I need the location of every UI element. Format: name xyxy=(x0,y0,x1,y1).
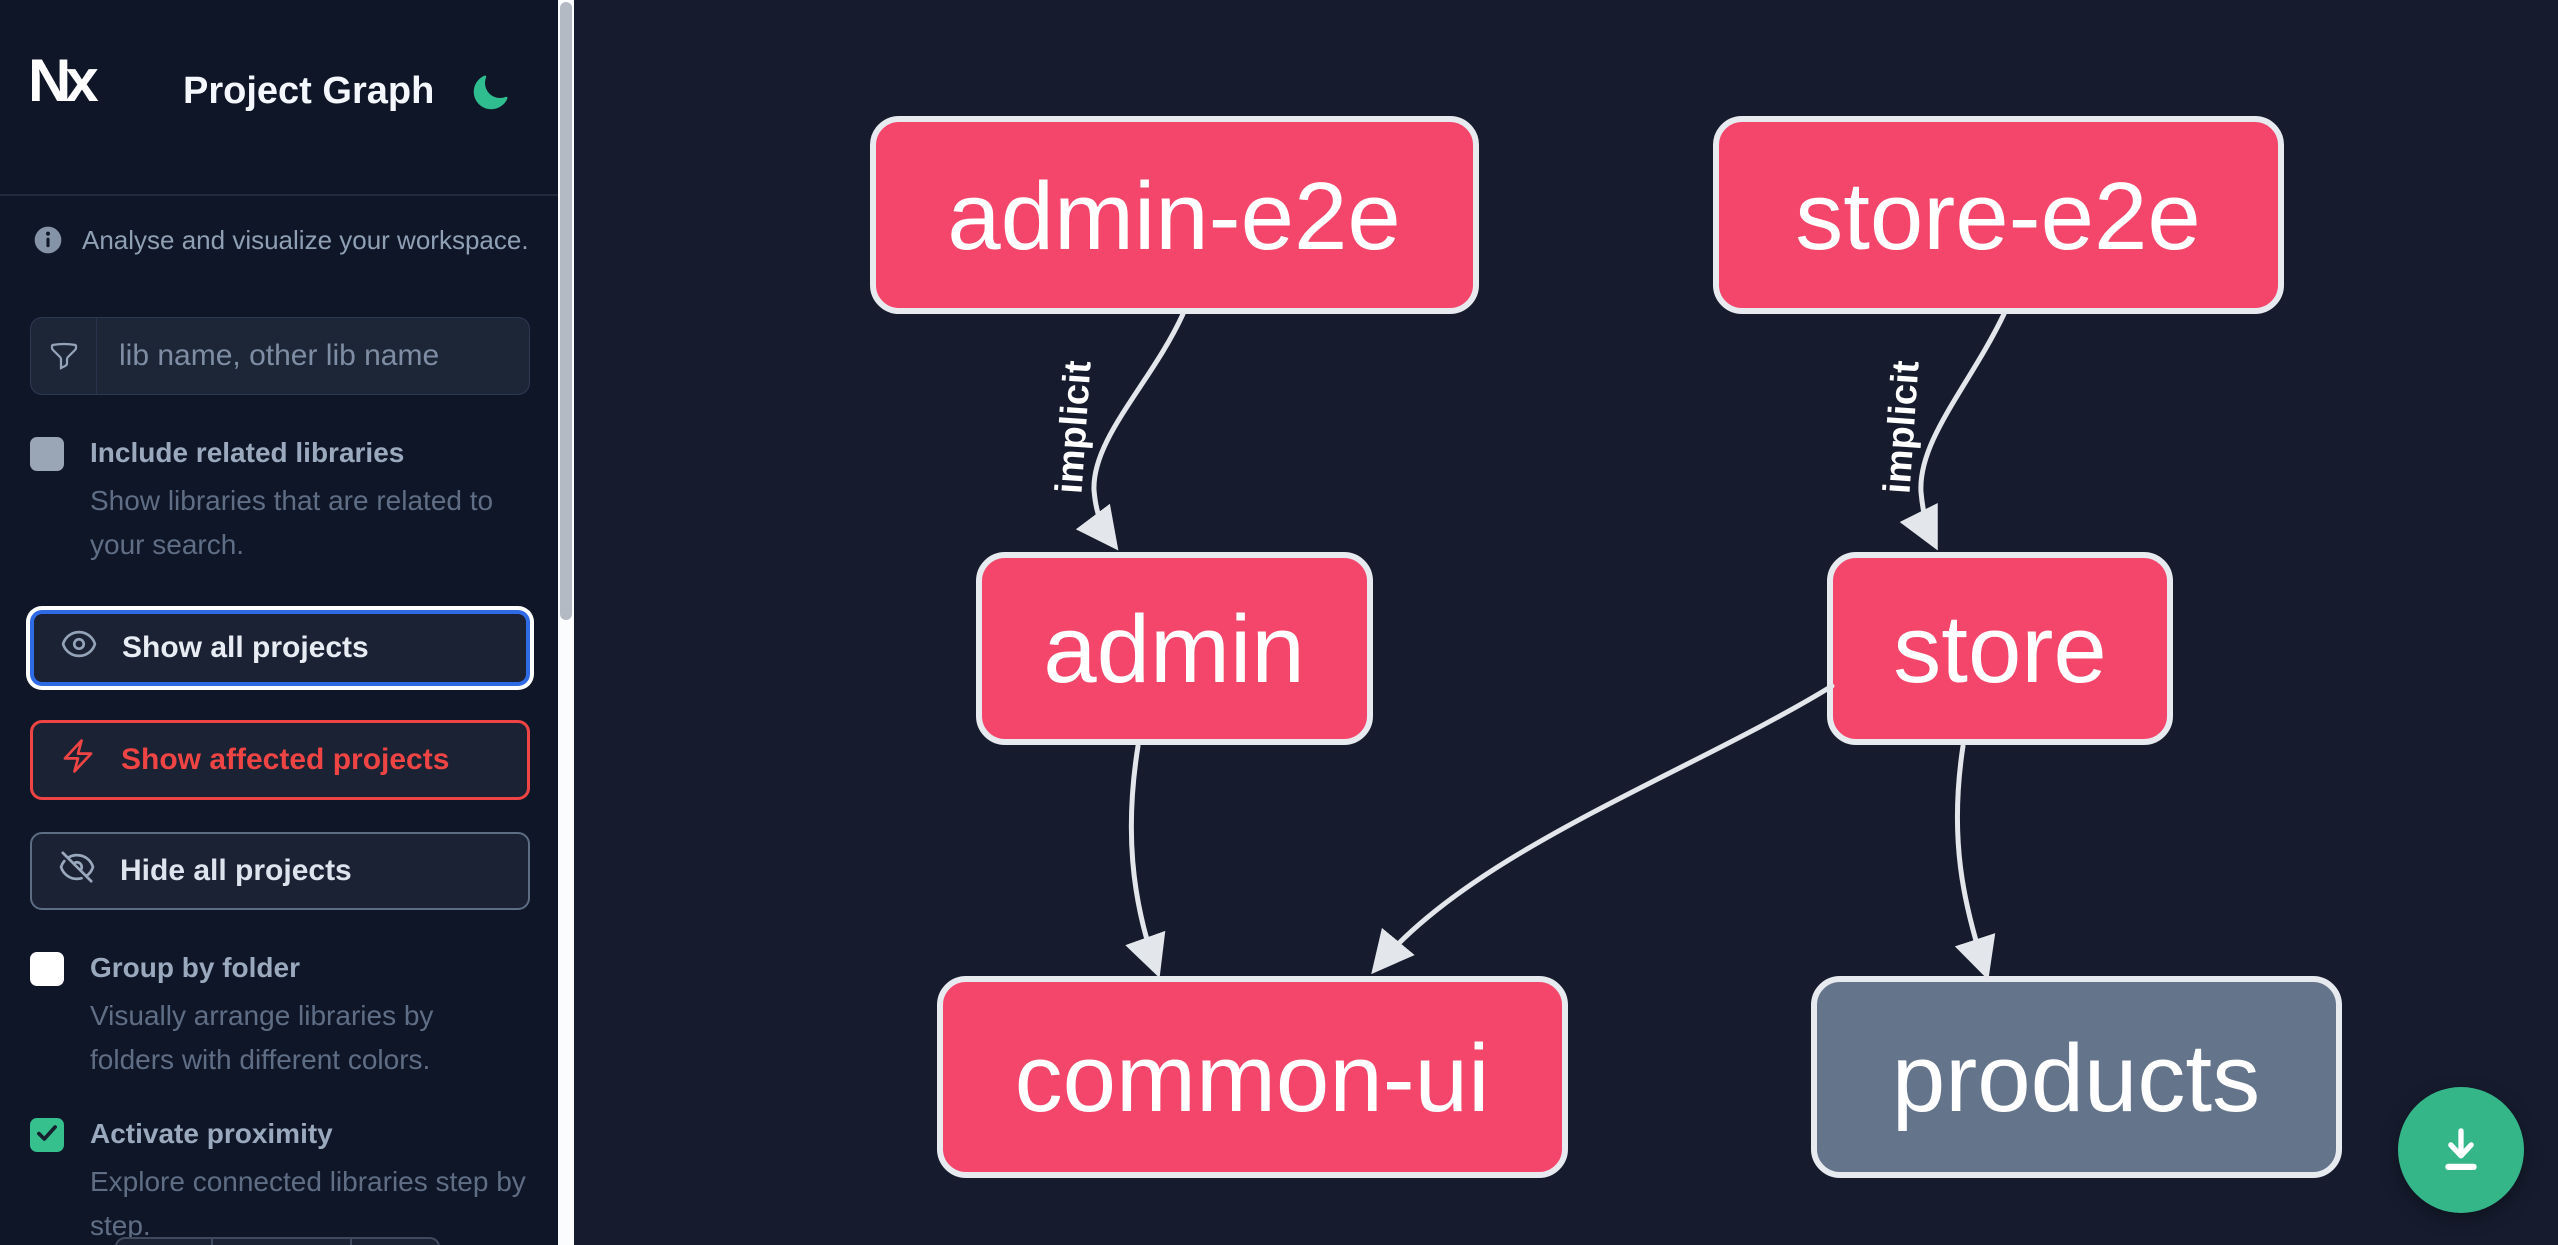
edge-admin-e2e-to-admin xyxy=(1075,311,1186,551)
bolt-icon xyxy=(59,737,97,783)
sidebar: Nx Project Graph Analyse and visualize y… xyxy=(0,0,558,1245)
graph-node-admin-e2e[interactable]: admin-e2e xyxy=(870,116,1479,314)
theme-toggle-button[interactable] xyxy=(468,72,512,116)
eye-slash-icon xyxy=(58,848,96,894)
toggle-label: Include related libraries xyxy=(90,437,405,468)
toggle-include-related: Include related libraries Show libraries… xyxy=(30,435,560,567)
toggle-description: Show libraries that are related to your … xyxy=(90,485,494,560)
button-label: Show affected projects xyxy=(121,743,450,776)
header-divider xyxy=(0,194,558,196)
info-icon xyxy=(32,222,64,261)
project-graph-canvas[interactable]: admin-e2e store-e2e admin store common-u… xyxy=(574,0,2558,1245)
toggle-description: Visually arrange libraries by folders wi… xyxy=(90,1000,434,1075)
graph-node-store-e2e[interactable]: store-e2e xyxy=(1713,116,2284,314)
eye-icon xyxy=(60,625,98,671)
edge-admin-to-common-ui xyxy=(1125,743,1166,979)
toggle-description: Explore connected libraries step by step… xyxy=(90,1166,526,1241)
graph-node-store[interactable]: store xyxy=(1827,552,2173,745)
edge-store-to-common-ui xyxy=(1371,683,1835,975)
workspace-info: Analyse and visualize your workspace. xyxy=(32,222,532,261)
toggle-label: Activate proximity xyxy=(90,1118,333,1149)
control-segment[interactable] xyxy=(117,1239,213,1245)
hide-all-projects-button[interactable]: Hide all projects xyxy=(30,832,530,910)
button-label: Hide all projects xyxy=(120,854,352,887)
toggle-label: Group by folder xyxy=(90,952,300,983)
funnel-icon xyxy=(31,318,97,394)
node-label: admin xyxy=(1043,596,1304,703)
graph-node-common-ui[interactable]: common-ui xyxy=(937,976,1568,1178)
edge-store-e2e-to-store xyxy=(1899,311,2007,551)
edge-label-implicit: implicit xyxy=(1048,359,1099,495)
node-label: products xyxy=(1892,1025,2260,1132)
info-text: Analyse and visualize your workspace. xyxy=(82,225,529,255)
node-label: admin-e2e xyxy=(947,163,1401,270)
activate-proximity-checkbox[interactable] xyxy=(30,1118,64,1152)
control-segment[interactable] xyxy=(213,1239,352,1245)
collapsed-bottom-control[interactable] xyxy=(115,1237,440,1245)
edge-store-to-products xyxy=(1954,743,1996,981)
node-label: store-e2e xyxy=(1795,163,2201,270)
group-by-folder-checkbox[interactable] xyxy=(30,952,64,986)
page-title: Project Graph xyxy=(183,70,435,112)
toggle-group-by-folder: Group by folder Visually arrange librari… xyxy=(30,950,560,1082)
node-label: store xyxy=(1893,596,2106,703)
toggle-activate-proximity: Activate proximity Explore connected lib… xyxy=(30,1116,570,1245)
nx-logo: Nx xyxy=(28,47,99,114)
check-icon xyxy=(34,1120,60,1151)
sidebar-scrollbar-thumb[interactable] xyxy=(560,2,572,620)
show-affected-projects-button[interactable]: Show affected projects xyxy=(30,720,530,800)
search-input[interactable] xyxy=(97,318,529,394)
include-related-checkbox[interactable] xyxy=(30,437,64,471)
graph-node-products[interactable]: products xyxy=(1811,976,2342,1178)
control-segment[interactable] xyxy=(352,1239,438,1245)
show-all-projects-button[interactable]: Show all projects xyxy=(30,610,530,686)
search-box xyxy=(30,317,530,395)
download-image-button[interactable] xyxy=(2398,1087,2524,1213)
sidebar-scrollbar-track xyxy=(558,0,574,1245)
graph-node-admin[interactable]: admin xyxy=(976,552,1373,745)
moon-icon xyxy=(470,74,510,116)
button-label: Show all projects xyxy=(122,631,369,664)
download-icon xyxy=(2432,1120,2490,1181)
node-label: common-ui xyxy=(1015,1025,1490,1132)
